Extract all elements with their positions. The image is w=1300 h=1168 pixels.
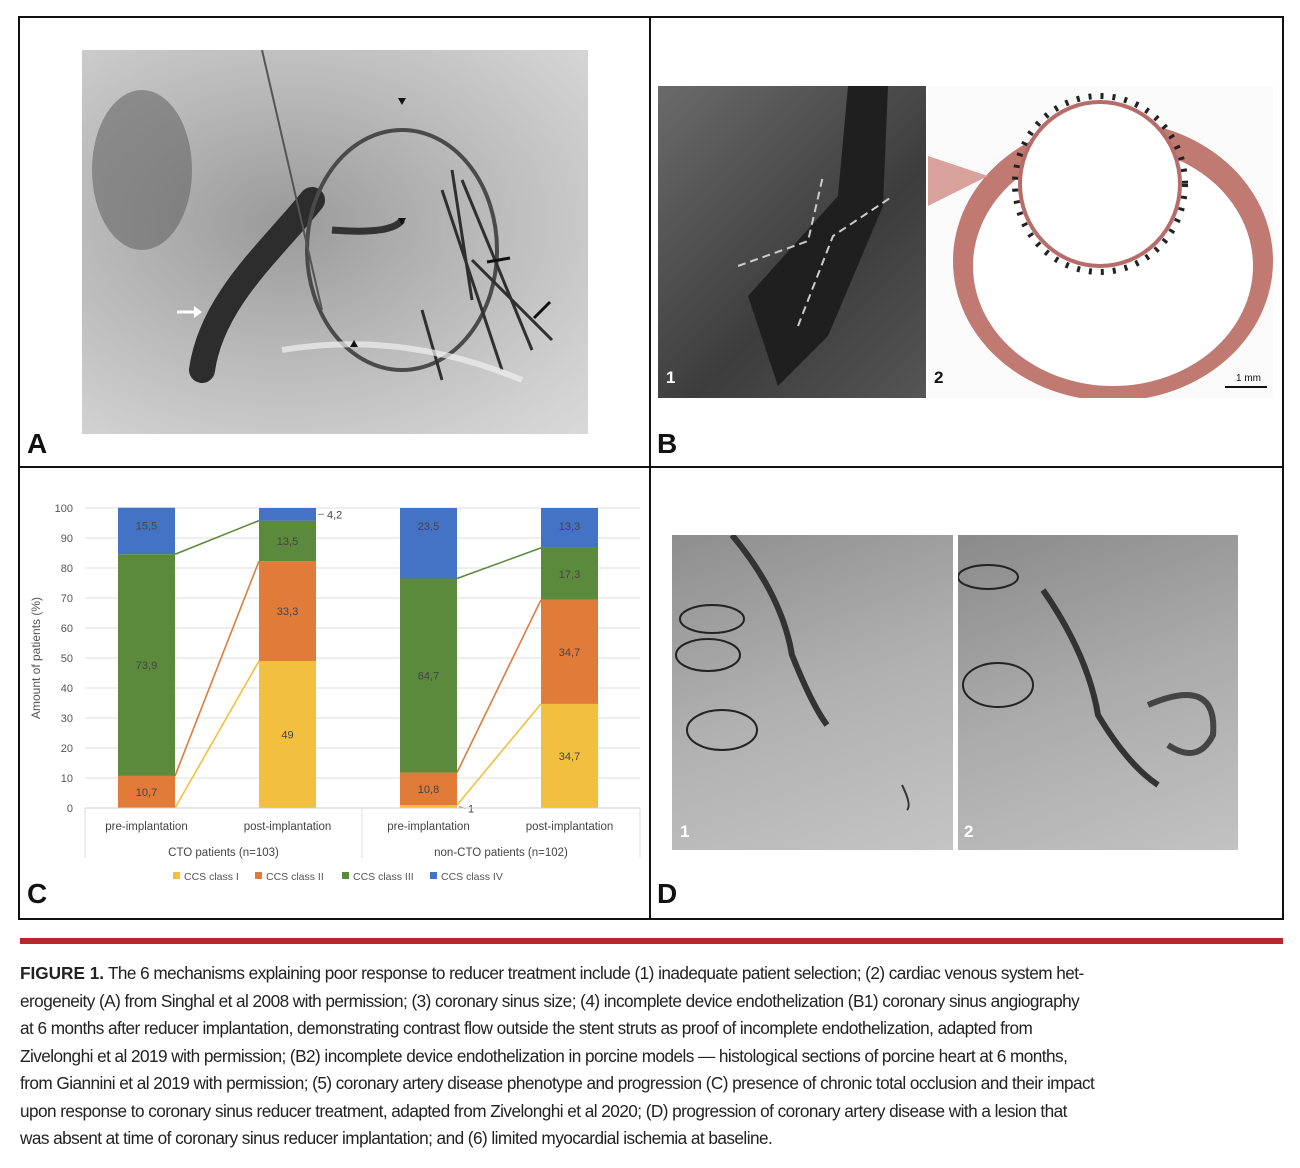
figure-frame [18, 16, 1284, 920]
data-label: 4,2 [327, 509, 342, 521]
bar-segment [118, 775, 175, 808]
bar-segment [118, 507, 175, 555]
caption-label: FIGURE 1. [20, 963, 105, 983]
x-group-label: non-CTO patients (n=102) [434, 847, 568, 859]
data-label: 17,3 [559, 569, 580, 581]
x-category-label: pre-implantation [387, 821, 469, 833]
y-tick-label: 50 [61, 653, 73, 665]
panel-divider-vertical [649, 16, 651, 920]
connector-line [456, 703, 542, 806]
y-tick-label: 10 [61, 773, 73, 785]
bar-segment [400, 772, 457, 805]
bar-segment [400, 578, 457, 773]
data-label: 15,5 [136, 521, 157, 533]
angiogram-2-drawing [958, 564, 1217, 788]
legend-label: CCS class IV [441, 871, 503, 883]
legend-label: CCS class III [353, 871, 414, 883]
y-tick-label: 40 [61, 683, 73, 695]
data-label: 34,7 [559, 647, 580, 659]
panel-letter-b: B [657, 428, 678, 459]
data-label: 34,7 [559, 751, 580, 763]
y-tick-label: 20 [61, 743, 73, 755]
panel-a-venogram-image [82, 50, 588, 434]
panel-d1-coronary-angiogram: 1 [672, 535, 953, 850]
legend-label: CCS class I [184, 871, 239, 883]
bar-segment [541, 599, 598, 704]
angiogram-1-drawing [675, 535, 910, 811]
legend-swatch [255, 872, 262, 879]
panel-b1-angiography-image: 1 [658, 86, 926, 398]
caption-line: from Giannini et al 2019 with permission… [20, 1073, 1095, 1093]
data-label: 64,7 [418, 671, 439, 683]
panel-letter-c: C [27, 878, 48, 909]
data-label: 49 [281, 730, 293, 742]
bar-segment [400, 508, 457, 579]
panel-d2-coronary-angiogram: 2 [958, 535, 1238, 850]
y-tick-label: 0 [67, 803, 73, 815]
panel-d1-label: 1 [680, 822, 690, 841]
connector-line [174, 560, 260, 777]
data-label: 1 [468, 804, 474, 816]
legend-swatch [173, 872, 180, 879]
data-label: 33,3 [277, 606, 298, 618]
bar-segment [259, 508, 316, 521]
panel-letter-a: A [27, 428, 48, 459]
bar-segment [118, 554, 175, 776]
data-label: 73,9 [136, 660, 157, 672]
connector-line [456, 599, 542, 773]
scale-bar-label: 1 mm [1236, 373, 1261, 384]
bar-segment [541, 703, 598, 808]
bar-segment [541, 508, 598, 548]
y-tick-label: 70 [61, 593, 73, 605]
data-label: 23,5 [418, 521, 439, 533]
bar-segment [541, 547, 598, 600]
panel-b2-label: 2 [934, 368, 944, 387]
connector-line [174, 660, 260, 809]
panel-b2-histology-image: 2 1 mm [928, 86, 1273, 398]
caption-line: upon response to coronary sinus reducer … [20, 1100, 1067, 1121]
legend-label: CCS class II [266, 871, 324, 883]
y-tick-label: 100 [55, 503, 73, 515]
data-label: 10,8 [418, 784, 439, 796]
y-tick-label: 90 [61, 533, 73, 545]
caption-line: Zivelonghi et al 2019 with permission; (… [20, 1045, 1068, 1066]
panel-b1-label: 1 [666, 368, 676, 387]
bar-segment [259, 520, 316, 562]
x-category-label: post-implantation [526, 821, 614, 833]
x-group-label: CTO patients (n=103) [168, 847, 279, 859]
x-category-label: post-implantation [244, 821, 332, 833]
bar-segment [259, 661, 316, 808]
caption-divider [20, 938, 1283, 944]
x-category-label: pre-implantation [105, 821, 187, 833]
y-tick-label: 60 [61, 623, 73, 635]
figure-caption: FIGURE 1. The 6 mechanisms explaining po… [20, 960, 1290, 1153]
venogram-drawing [92, 50, 554, 383]
panel-letter-d: D [657, 878, 678, 909]
panel-d2-label: 2 [964, 822, 974, 841]
caption-line: at 6 months after reducer implantation, … [20, 1018, 1033, 1038]
legend-swatch [342, 872, 349, 879]
stent-contrast-drawing [737, 86, 894, 386]
data-label: 13,3 [559, 521, 580, 533]
connector-line [456, 547, 542, 580]
histology-drawing [928, 93, 1273, 398]
connector-line [174, 519, 260, 555]
data-label: 10,7 [136, 787, 157, 799]
caption-line: The 6 mechanisms explaining poor respons… [104, 963, 1084, 983]
bar-segment [400, 805, 457, 808]
y-tick-label: 80 [61, 563, 73, 575]
panel-divider-horizontal [18, 466, 1282, 468]
caption-line: was absent at time of coronary sinus red… [20, 1128, 773, 1148]
legend-swatch [430, 872, 437, 879]
y-tick-label: 30 [61, 713, 73, 725]
y-axis-label: Amount of patients (%) [29, 597, 43, 719]
caption-line: erogeneity (A) from Singhal et al 2008 w… [20, 990, 1080, 1011]
scale-bar [1225, 386, 1267, 388]
bar-segment [259, 561, 316, 661]
data-label: 13,5 [277, 536, 298, 548]
